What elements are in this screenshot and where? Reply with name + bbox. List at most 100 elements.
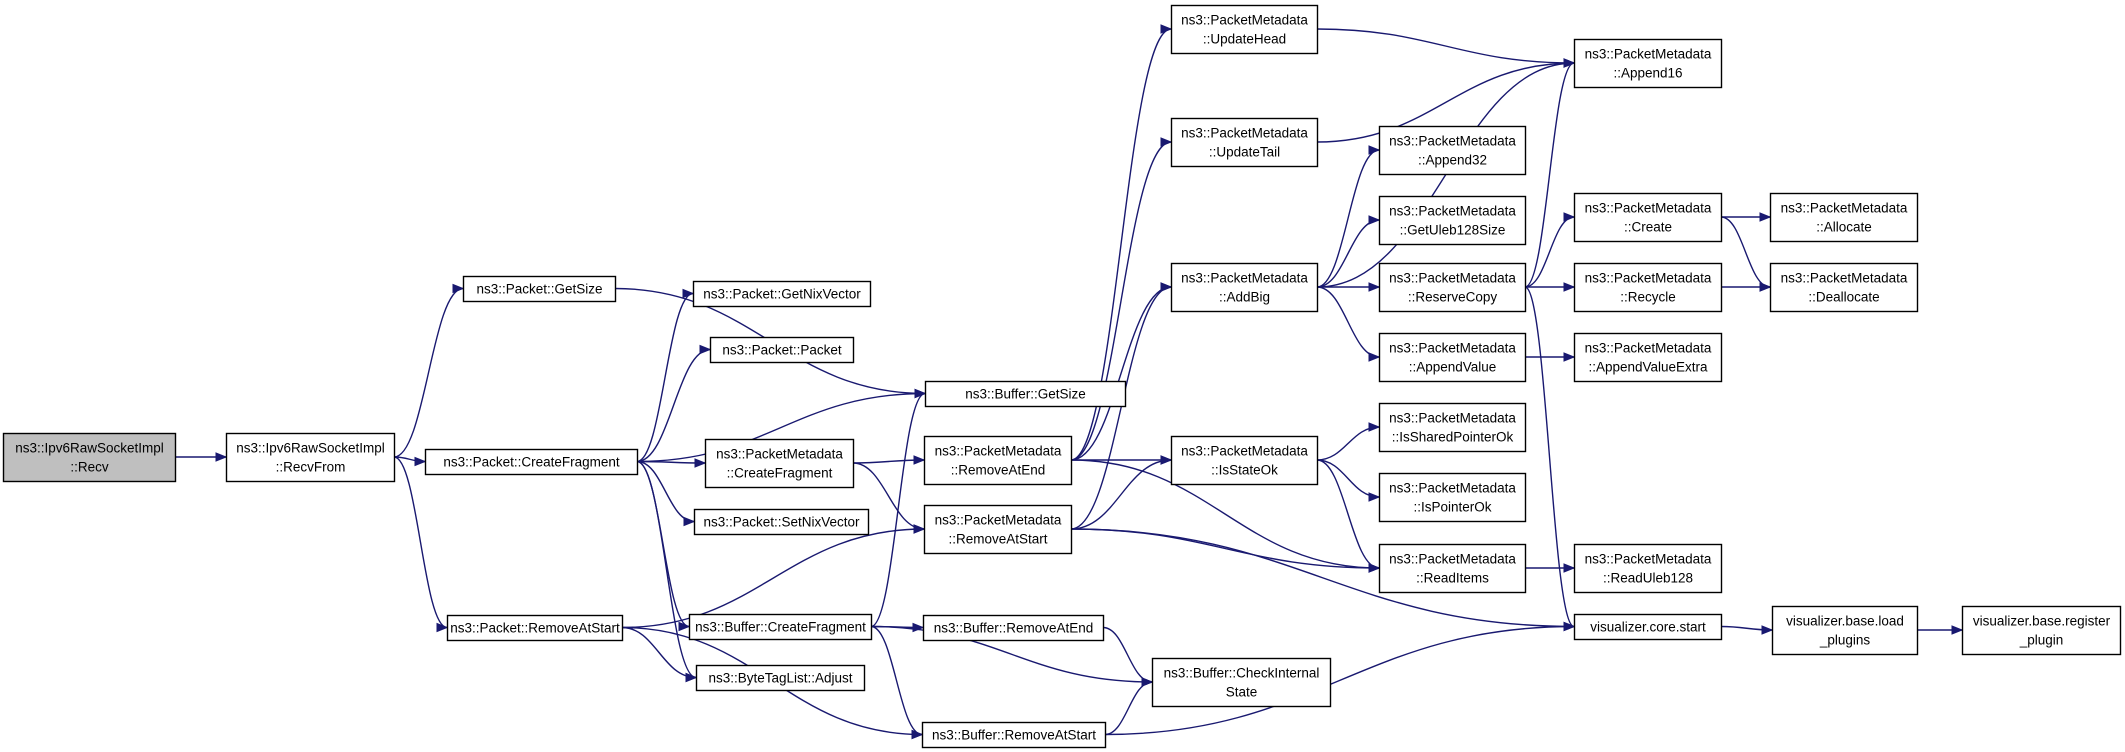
arrowhead-icon	[1160, 455, 1173, 465]
node-btl-adjust[interactable]: ns3::ByteTagList::Adjust	[695, 664, 866, 692]
node-label: ::Append16	[1613, 66, 1682, 81]
edge-recvfrom-to-pkt-getsize	[393, 283, 465, 458]
node-pm-reservecopy[interactable]: ns3::PacketMetadata::ReserveCopy	[1378, 262, 1527, 313]
node-pkt-createfragment[interactable]: ns3::Packet::CreateFragment	[424, 448, 639, 476]
call-nodes: ns3::Ipv6RawSocketImpl::Recvns3::Ipv6Raw…	[2, 4, 2122, 749]
node-pkt-removeatstart[interactable]: ns3::Packet::RemoveAtStart	[446, 614, 624, 642]
node-label: ns3::Packet::GetSize	[476, 282, 602, 297]
node-buf-removeatstart[interactable]: ns3::Buffer::RemoveAtStart	[921, 721, 1107, 749]
edge-pm-updatehead-to-pm-append16	[1316, 28, 1576, 68]
node-pm-allocate[interactable]: ns3::PacketMetadata::Allocate	[1769, 192, 1919, 243]
node-pkt-getsize[interactable]: ns3::Packet::GetSize	[462, 275, 617, 303]
node-label: ns3::Packet::SetNixVector	[703, 515, 860, 530]
node-pm-ispointerok[interactable]: ns3::PacketMetadata::IsPointerOk	[1378, 472, 1527, 523]
arrowhead-icon	[1368, 352, 1381, 362]
edge-pm-addbig-to-pm-reservecopy	[1317, 282, 1381, 292]
node-pm-readitems[interactable]: ns3::PacketMetadata::ReadItems	[1378, 543, 1527, 594]
arrowhead-icon	[1563, 212, 1576, 222]
node-label: State	[1226, 685, 1258, 700]
node-box	[1573, 543, 1723, 594]
node-label: _plugin	[2019, 633, 2064, 648]
node-pm-readuleb[interactable]: ns3::PacketMetadata::ReadUleb128	[1573, 543, 1723, 594]
node-pm-createfragment[interactable]: ns3::PacketMetadata::CreateFragment	[704, 438, 855, 489]
node-pm-removeatstart[interactable]: ns3::PacketMetadata::RemoveAtStart	[923, 504, 1073, 555]
node-viz-load-plugins[interactable]: visualizer.base.load_plugins	[1771, 605, 1919, 656]
node-pm-append16[interactable]: ns3::PacketMetadata::Append16	[1573, 38, 1723, 89]
arrowhead-icon	[678, 621, 691, 632]
node-box	[923, 504, 1073, 555]
node-label: ::IsSharedPointerOk	[1392, 430, 1514, 445]
node-label: ::IsPointerOk	[1413, 500, 1491, 515]
node-pm-issharedpointerok[interactable]: ns3::PacketMetadata::IsSharedPointerOk	[1378, 402, 1527, 453]
node-box	[1378, 332, 1527, 383]
node-box	[462, 275, 617, 303]
arrowhead-icon	[436, 622, 449, 633]
node-pm-isstateok[interactable]: ns3::PacketMetadata::IsStateOk	[1170, 435, 1319, 486]
edge-viz-load-plugins-to-viz-register-plugin	[1917, 625, 1964, 635]
node-pm-addbig[interactable]: ns3::PacketMetadata::AddBig	[1170, 262, 1319, 313]
node-pm-appendvalueextra[interactable]: ns3::PacketMetadata::AppendValueExtra	[1573, 332, 1723, 383]
node-label: ::UpdateHead	[1203, 32, 1286, 47]
node-box	[1573, 38, 1723, 89]
node-box	[225, 432, 396, 483]
node-pkt-getnixvector[interactable]: ns3::Packet::GetNixVector	[692, 280, 872, 308]
edge-pm-appendvalue-to-pm-appendvalueextra	[1525, 352, 1576, 362]
node-viz-register-plugin[interactable]: visualizer.base.register_plugin	[1961, 605, 2122, 656]
arrowhead-icon	[1759, 282, 1772, 292]
node-label: ::Allocate	[1816, 220, 1872, 235]
node-label: ::GetUleb128Size	[1400, 223, 1506, 238]
node-box	[1170, 117, 1319, 168]
node-label: ns3::PacketMetadata	[1181, 126, 1308, 141]
node-label: ns3::PacketMetadata	[1781, 201, 1908, 216]
edge-pkt-createfragment-to-pkt-getnixvector	[636, 288, 695, 463]
node-label: ns3::Buffer::CreateFragment	[695, 620, 866, 635]
arrowhead-icon	[913, 524, 926, 534]
node-recvfrom[interactable]: ns3::Ipv6RawSocketImpl::RecvFrom	[225, 432, 396, 483]
edge-buf-createfragment-to-buf-removeatstart	[870, 625, 924, 740]
node-pkt-setnixvector[interactable]: ns3::Packet::SetNixVector	[693, 508, 870, 536]
node-box	[1378, 402, 1527, 453]
node-label: ns3::Packet::Packet	[722, 343, 842, 358]
node-buf-createfragment[interactable]: ns3::Buffer::CreateFragment	[688, 613, 873, 641]
edge-pm-recycle-to-pm-deallocate	[1721, 282, 1772, 292]
node-pm-deallocate[interactable]: ns3::PacketMetadata::Deallocate	[1769, 262, 1919, 313]
node-box	[688, 613, 873, 641]
node-pm-removeatend[interactable]: ns3::PacketMetadata::RemoveAtEnd	[923, 435, 1073, 486]
node-pkt-packet[interactable]: ns3::Packet::Packet	[709, 336, 855, 364]
node-pm-updatetail[interactable]: ns3::PacketMetadata::UpdateTail	[1170, 117, 1319, 168]
node-buf-removeatend[interactable]: ns3::Buffer::RemoveAtEnd	[922, 614, 1105, 642]
arrowhead-icon	[1761, 625, 1774, 635]
node-label: ns3::Packet::CreateFragment	[443, 455, 620, 470]
edge-pm-createfragment-to-pm-removeatstart	[852, 462, 926, 534]
node-pm-recycle[interactable]: ns3::PacketMetadata::Recycle	[1573, 262, 1723, 313]
arrowhead-icon	[1563, 563, 1576, 573]
node-pm-getuleb[interactable]: ns3::PacketMetadata::GetUleb128Size	[1378, 195, 1527, 246]
edge-viz-core-start-to-viz-load-plugins	[1720, 625, 1774, 635]
edge-recv-to-recvfrom	[174, 452, 228, 462]
node-buf-getsize[interactable]: ns3::Buffer::GetSize	[924, 380, 1127, 408]
node-box	[693, 508, 870, 536]
node-label: ns3::Ipv6RawSocketImpl	[15, 441, 164, 456]
node-viz-core-start[interactable]: visualizer.core.start	[1573, 613, 1723, 641]
node-box	[704, 438, 855, 489]
node-label: ns3::PacketMetadata	[1181, 13, 1308, 28]
node-label: ns3::PacketMetadata	[1781, 271, 1908, 286]
node-pm-updatehead[interactable]: ns3::PacketMetadata::UpdateHead	[1170, 4, 1319, 55]
node-recv[interactable]: ns3::Ipv6RawSocketImpl::Recv	[2, 432, 177, 483]
node-label: ::CreateFragment	[727, 466, 833, 481]
node-label: ns3::PacketMetadata	[1585, 201, 1712, 216]
node-pm-create[interactable]: ns3::PacketMetadata::Create	[1573, 192, 1723, 243]
node-box	[1573, 613, 1723, 641]
edge-recvfrom-to-pkt-removeatstart	[393, 456, 449, 633]
arrowhead-icon	[685, 672, 698, 683]
node-pm-appendvalue[interactable]: ns3::PacketMetadata::AppendValue	[1378, 332, 1527, 383]
node-box	[1170, 435, 1319, 486]
edge-pm-reservecopy-to-pm-create	[1524, 212, 1576, 288]
node-label: ns3::PacketMetadata	[935, 513, 1062, 528]
node-pm-append32[interactable]: ns3::PacketMetadata::Append32	[1378, 125, 1527, 176]
node-label: ns3::Packet::GetNixVector	[703, 287, 861, 302]
edge-pkt-removeatstart-to-btl-adjust	[621, 626, 698, 683]
arrowhead-icon	[452, 283, 465, 294]
